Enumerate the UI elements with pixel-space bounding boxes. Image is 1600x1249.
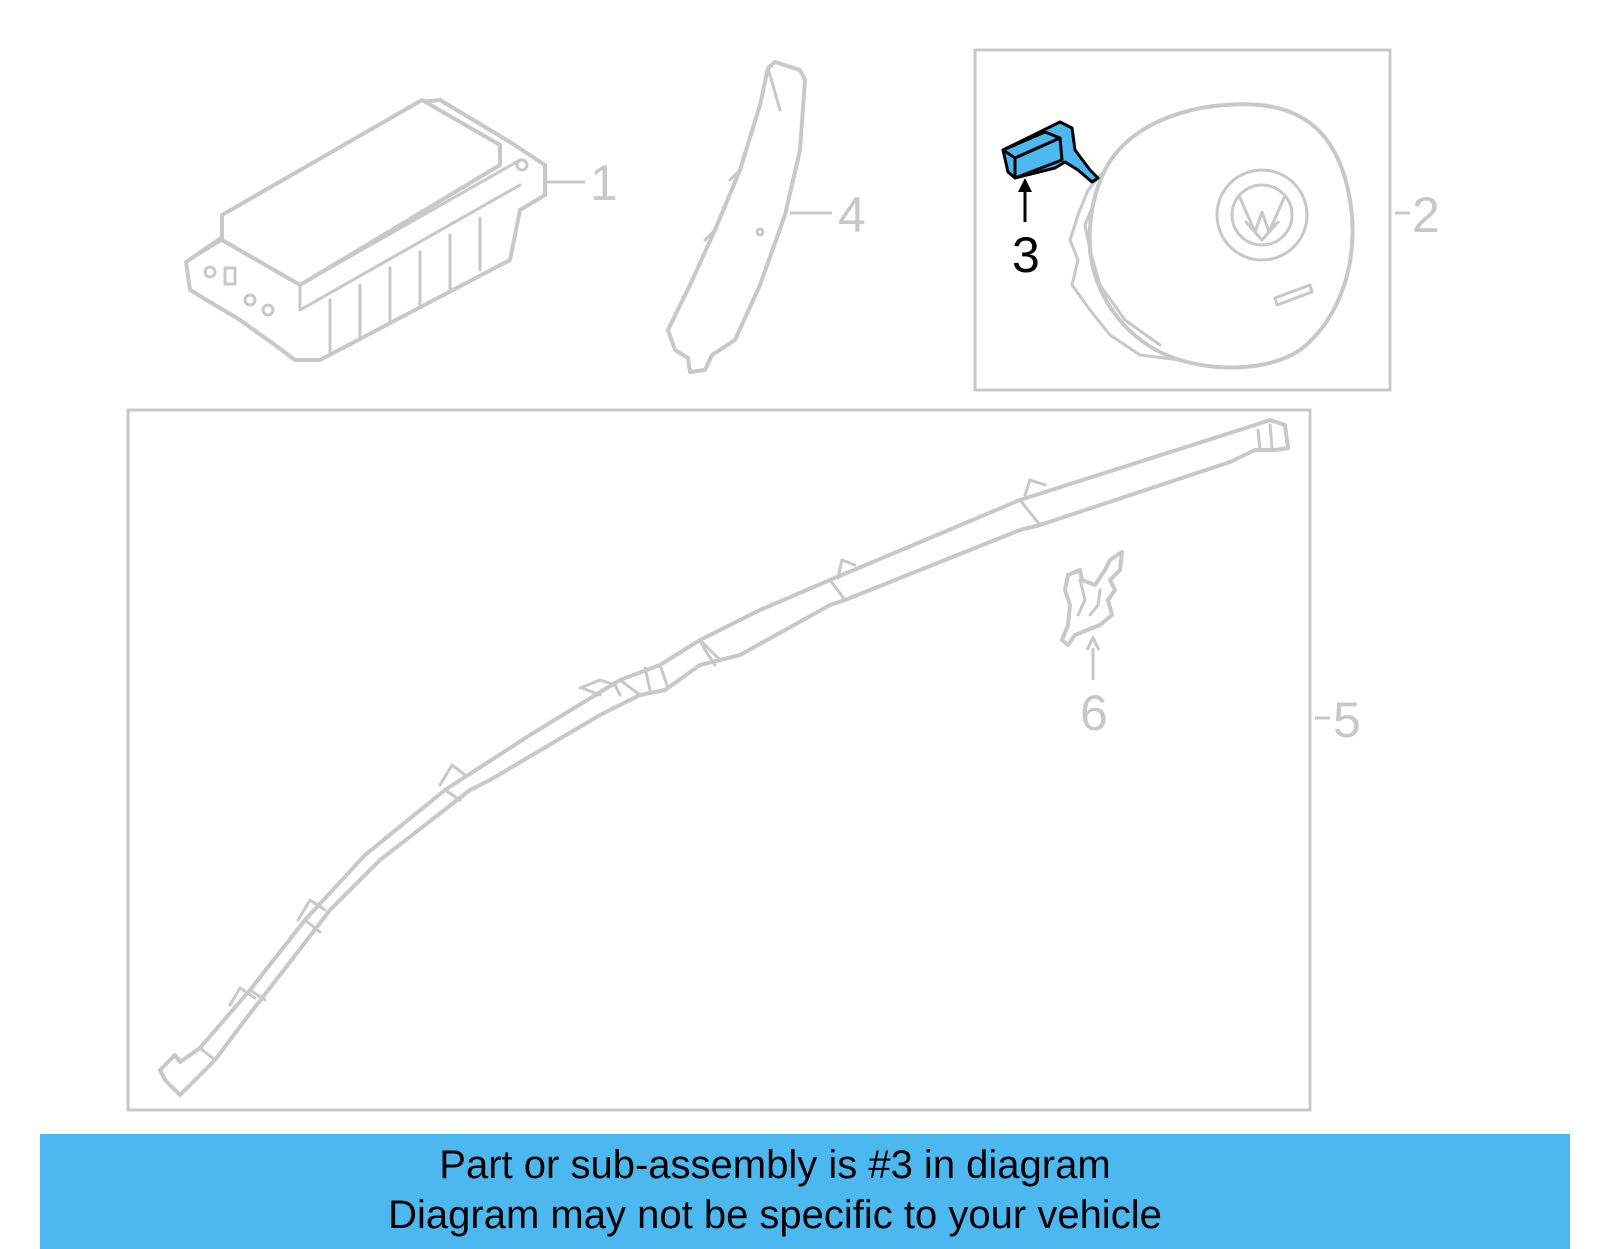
part-1-airbag-module[interactable] [184,98,547,362]
callout-2: 2 [1412,187,1440,243]
frame-curtain-airbag [126,408,1312,1112]
banner-line-2: Diagram may not be specific to your vehi… [388,1193,1162,1237]
callout-4: 4 [838,187,866,243]
banner-line-1: Part or sub-assembly is #3 in diagram [439,1143,1111,1187]
part-5-curtain-airbag[interactable] [158,418,1290,1097]
info-banner: Part or sub-assembly is #3 in diagram Di… [40,1134,1570,1249]
callout-5: 5 [1333,692,1361,748]
callout-6: 6 [1080,685,1108,741]
part-2-steering-wheel-airbag[interactable] [1068,102,1355,370]
callout-1: 1 [590,155,618,211]
arrowhead-6 [1085,634,1101,651]
part-4-knee-airbag[interactable] [666,60,807,374]
frame-steering-airbag [973,48,1392,392]
part-3-connector-highlighted[interactable] [1001,120,1100,184]
callout-3: 3 [1012,227,1040,283]
arrowhead-3 [1018,178,1032,192]
part-6-bracket[interactable] [1060,550,1124,647]
